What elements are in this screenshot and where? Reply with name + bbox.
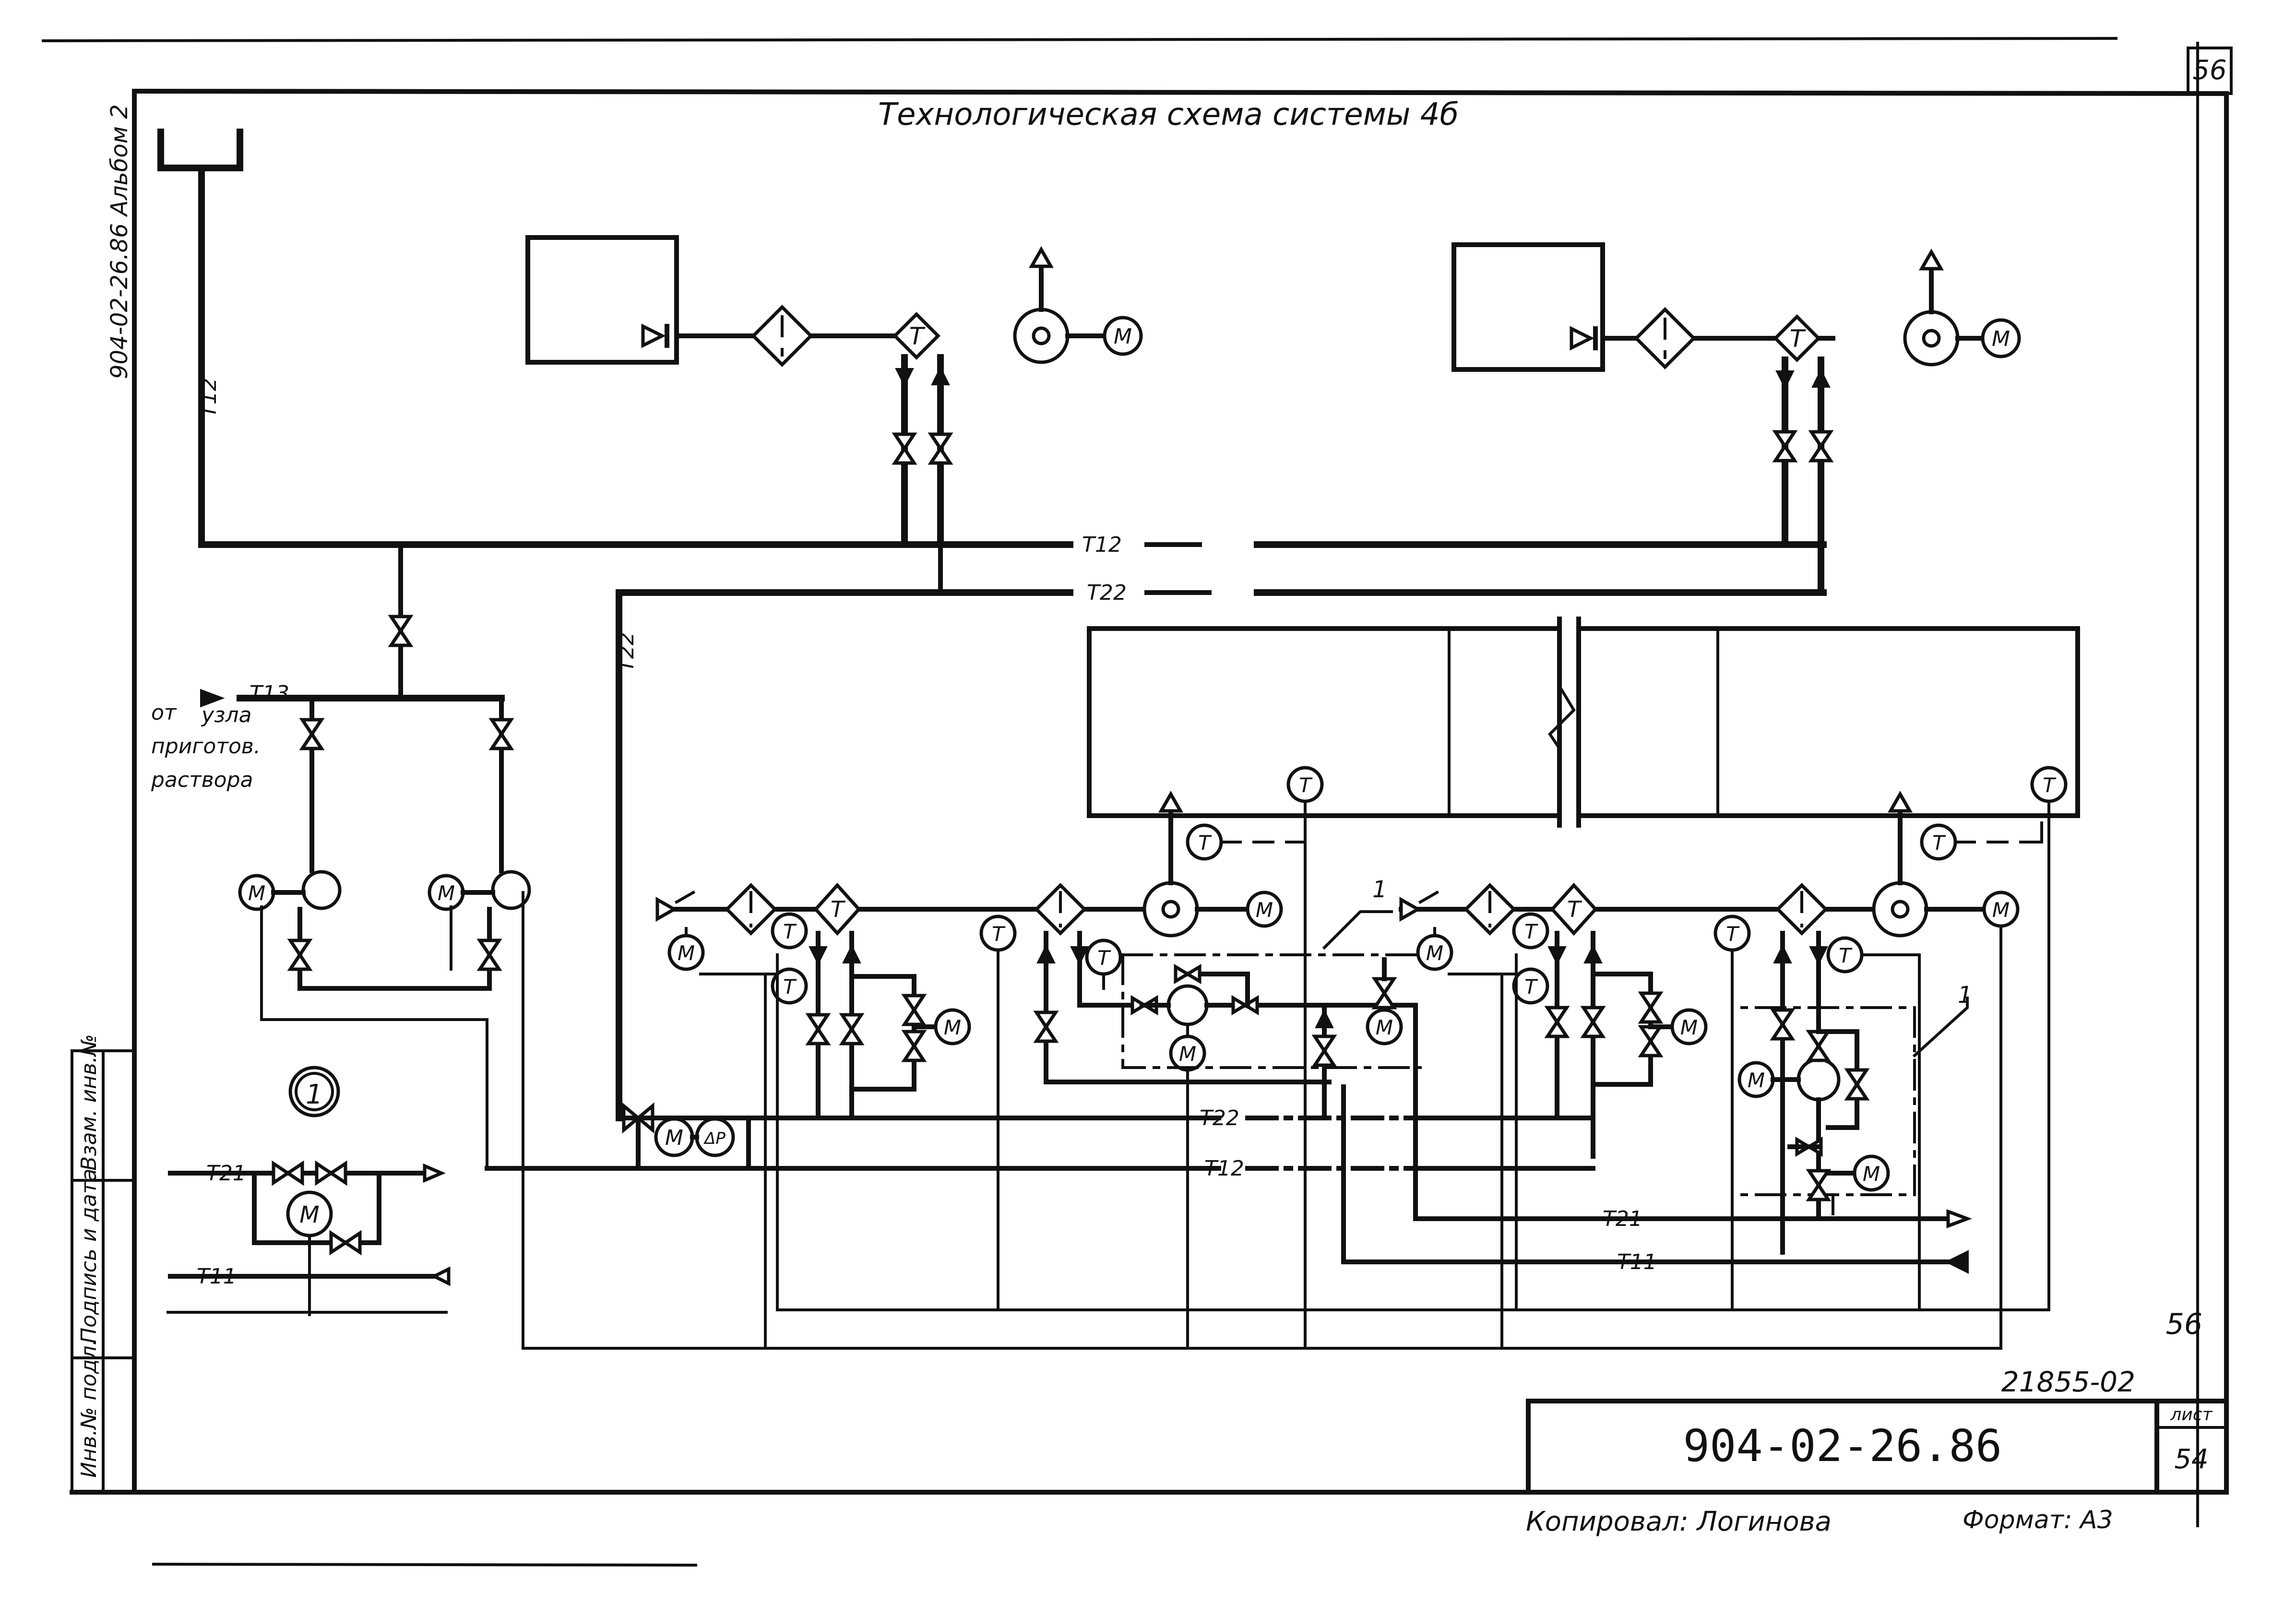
svg-text:T: T <box>1726 922 1740 946</box>
svg-text:ΔP: ΔP <box>703 1129 726 1148</box>
lower-sheet-number: 56 <box>2166 1307 2202 1341</box>
svg-text:T: T <box>783 920 797 943</box>
sheet-label: лист <box>2170 1405 2213 1425</box>
svg-text:T: T <box>1567 896 1582 922</box>
svg-text:M: M <box>1748 1069 1765 1092</box>
svg-text:M: M <box>1863 1162 1880 1186</box>
drawing-frame <box>41 36 2233 1567</box>
air-unit-a: T M <box>525 235 1143 548</box>
svg-text:M: M <box>1426 941 1443 965</box>
lower-unit-a: T M T T M T T M <box>655 766 1422 1350</box>
side-row-sign: Подпись и дата <box>77 1169 101 1343</box>
svg-text:T: T <box>1932 831 1946 855</box>
source-note-3: приготов. <box>151 734 261 759</box>
svg-text:T: T <box>909 322 926 350</box>
svg-text:T: T <box>1198 831 1212 855</box>
svg-text:M: M <box>1992 898 2010 922</box>
svg-text:T: T <box>1097 946 1111 970</box>
sheet-format: Формат: А3 <box>1963 1506 2113 1534</box>
copied-by: Копировал: Логинова <box>1526 1506 1832 1537</box>
svg-text:T: T <box>1524 920 1538 943</box>
svg-text:M: M <box>299 1201 319 1228</box>
svg-text:M: M <box>438 881 455 905</box>
solution-feed: M M <box>200 542 2002 1350</box>
side-approval-table <box>71 1049 136 1494</box>
svg-text:M: M <box>665 1126 683 1150</box>
detail-label-t11: Т11 <box>197 1264 237 1289</box>
diagram-title: Технологическая схема системы 4б <box>878 97 1459 132</box>
label-t21-lower: Т21 <box>1603 1207 1642 1231</box>
label-t22-header: Т22 <box>1087 581 1127 605</box>
detail-marker: 1 <box>306 1079 323 1110</box>
label-t22-vertical: Т22 <box>614 632 639 672</box>
svg-text:T: T <box>831 896 846 922</box>
duct-housing <box>1087 617 2080 828</box>
svg-text:M: M <box>1114 324 1132 349</box>
svg-text:M: M <box>944 1016 961 1039</box>
svg-text:T: T <box>1839 944 1853 967</box>
svg-text:M: M <box>1256 898 1273 922</box>
svg-text:T: T <box>783 975 797 998</box>
svg-text:T: T <box>1299 773 1313 797</box>
label-t13: Т13 <box>250 681 289 706</box>
corner-sheet-number: 56 <box>2192 55 2226 86</box>
side-row-inventory: Инв.№ подл. <box>77 1339 101 1478</box>
label-t12-lower: Т12 <box>1204 1156 1244 1181</box>
svg-text:M: M <box>248 881 265 905</box>
svg-text:M: M <box>1992 327 2010 351</box>
svg-text:M: M <box>678 941 695 965</box>
album-stamp: 904-02-26.86 Альбом 2 <box>106 104 133 379</box>
lower-unit-b: T M T T M T T <box>1399 766 2068 1350</box>
title-block <box>1526 1399 2229 1495</box>
air-unit-b: T M <box>1451 242 2021 596</box>
label-t11-lower: Т11 <box>1617 1250 1657 1274</box>
callout-node-1b: 1 <box>1958 982 1973 1009</box>
source-note-1: от <box>151 701 177 725</box>
detail-label-t21: Т21 <box>206 1161 246 1186</box>
svg-text:M: M <box>1179 1042 1196 1066</box>
source-note-4: раствора <box>151 768 253 792</box>
svg-text:T: T <box>1790 325 1806 353</box>
svg-text:T: T <box>1524 975 1538 998</box>
callout-node-1a: 1 <box>1372 876 1387 903</box>
svg-text:T: T <box>992 922 1006 946</box>
source-note-2: узла <box>201 703 252 727</box>
designation-code: 904-02-26.86 <box>1683 1420 2002 1472</box>
expansion-tank <box>157 129 243 548</box>
side-row-replace: Взам. инв.№ <box>77 1034 101 1171</box>
label-t22-lower: Т22 <box>1200 1106 1239 1130</box>
main-headers <box>198 541 1827 1121</box>
svg-text:M: M <box>1680 1016 1698 1039</box>
svg-text:M: M <box>1376 1016 1393 1039</box>
detail-node-1: M <box>167 1066 451 1316</box>
order-number: 21855-02 <box>2001 1366 2135 1398</box>
lower-distribution: M ΔP <box>485 1063 2050 1311</box>
svg-text:T: T <box>2043 773 2057 797</box>
label-t12-riser: Т12 <box>197 378 221 417</box>
sheet-number: 54 <box>2174 1444 2208 1475</box>
label-t12-header: Т12 <box>1082 533 1122 557</box>
